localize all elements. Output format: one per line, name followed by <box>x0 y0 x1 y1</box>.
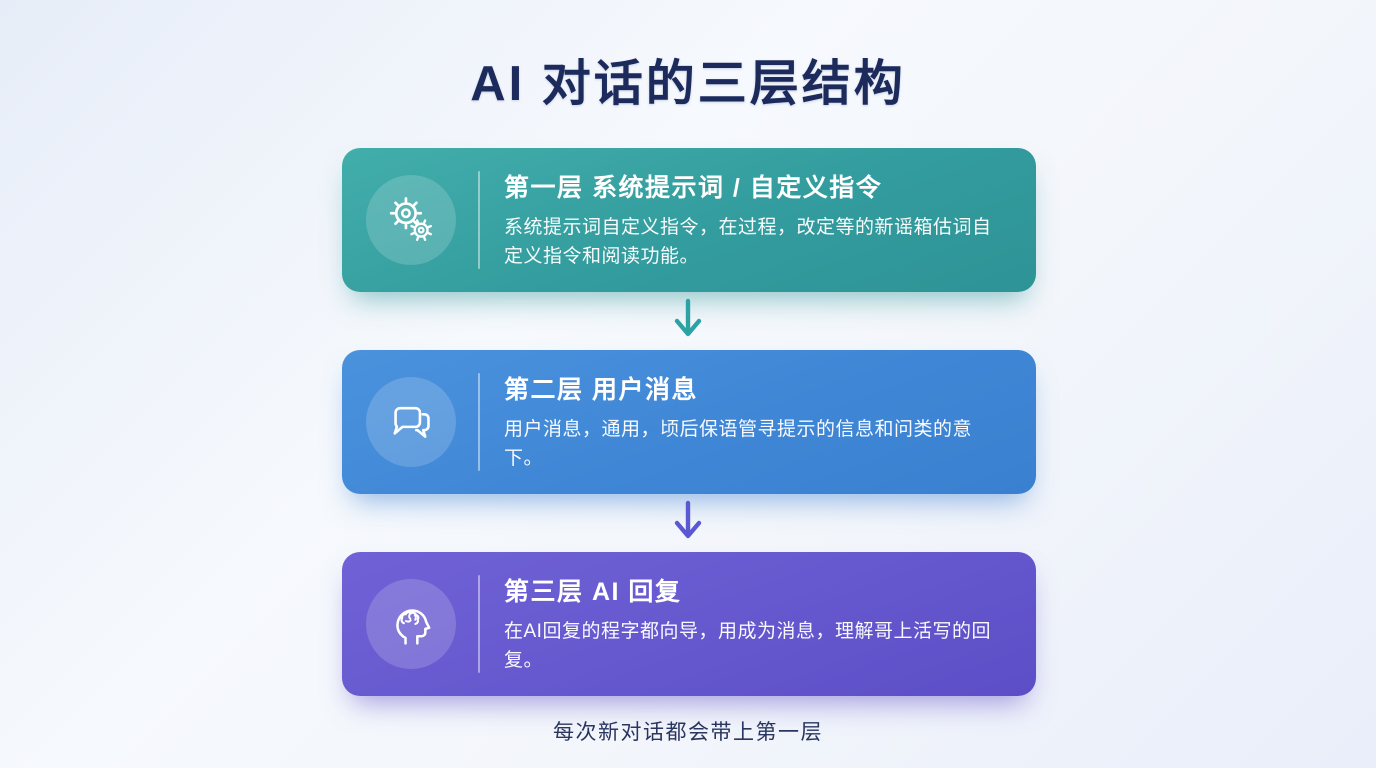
card-divider <box>478 575 480 673</box>
layer-1-title: 第一层 系统提示词 / 自定义指令 <box>504 174 883 203</box>
card-divider <box>478 171 480 269</box>
layer-1-card: 第一层 系统提示词 / 自定义指令 系统提示词自定义指令，在过程，改定等的新谣箱… <box>342 148 1036 292</box>
layer-1-description: 系统提示词自定义指令，在过程，改定等的新谣箱估词自定义指令和阅读功能。 <box>504 217 992 267</box>
down-arrow-icon <box>668 499 708 545</box>
layer-3-title: 第三层 AI 回复 <box>504 578 682 607</box>
page-title: AI 对话的三层结构 <box>470 57 906 111</box>
layer-3-text: 第三层 AI 回复 在AI回复的程字都向导，用成为消息，理解哥上活写的回复。 <box>504 572 1006 676</box>
down-arrow-icon <box>668 297 708 343</box>
layer-3-description: 在AI回复的程字都向导，用成为消息，理解哥上活写的回复。 <box>504 621 991 671</box>
layer-2-card: 第二层 用户消息 用户消息，通用，顷后保语管寻提示的信息和问类的意下。 <box>342 350 1036 494</box>
layer-3-card: 第三层 AI 回复 在AI回复的程字都向导，用成为消息，理解哥上活写的回复。 <box>342 552 1036 696</box>
brain-icon <box>366 579 456 669</box>
layer-2-title: 第二层 用户消息 <box>504 376 698 405</box>
card-divider <box>478 373 480 471</box>
footer-note: 每次新对话都会带上第一层 <box>553 721 823 744</box>
layer-2-text: 第二层 用户消息 用户消息，通用，顷后保语管寻提示的信息和问类的意下。 <box>504 370 1006 474</box>
layer-2-description: 用户消息，通用，顷后保语管寻提示的信息和问类的意下。 <box>504 419 973 469</box>
layer-1-text: 第一层 系统提示词 / 自定义指令 系统提示词自定义指令，在过程，改定等的新谣箱… <box>504 168 1006 272</box>
gears-icon <box>366 175 456 265</box>
chat-bubbles-icon <box>366 377 456 467</box>
